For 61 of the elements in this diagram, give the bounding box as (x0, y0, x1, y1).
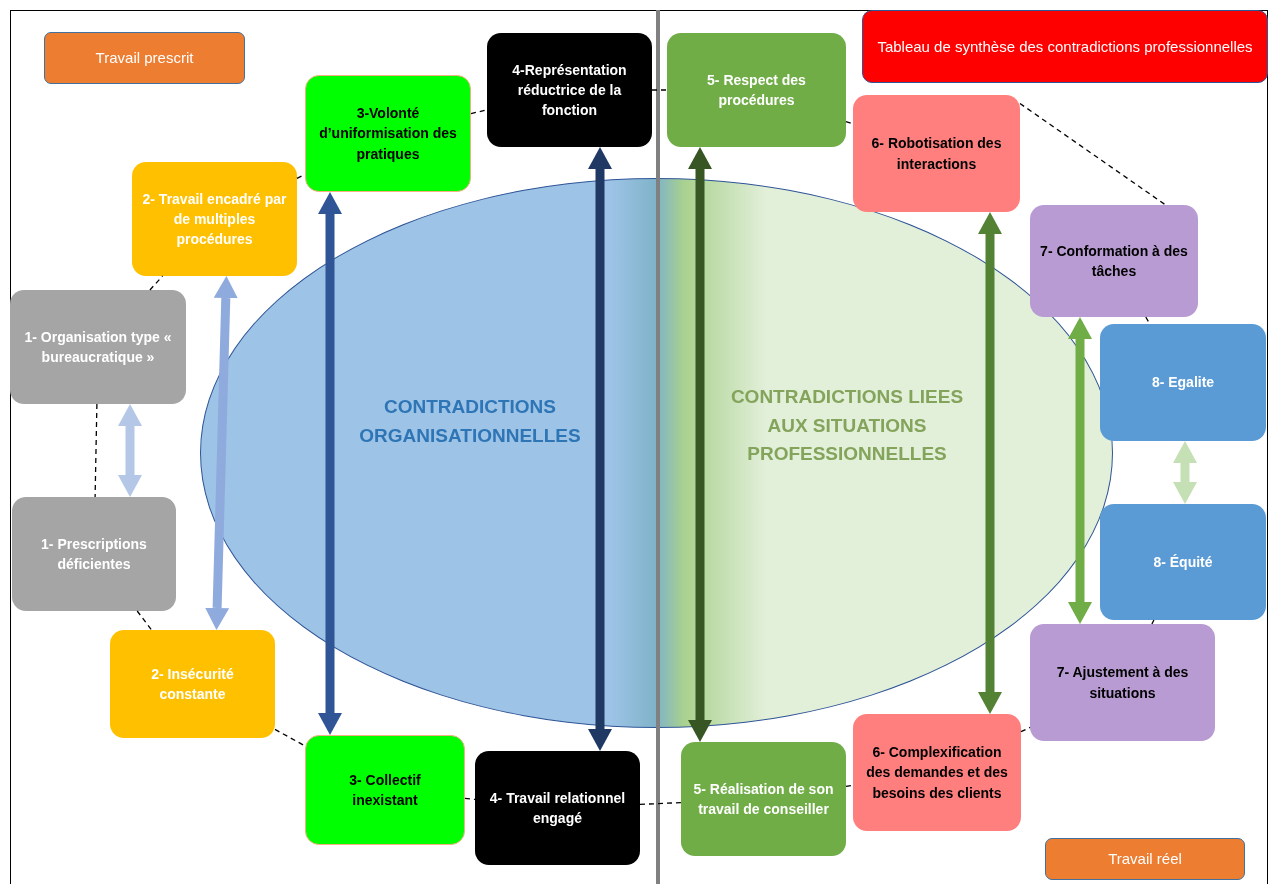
dashed-connector (274, 728, 306, 747)
rounded-box (1100, 504, 1266, 620)
section-heading: CONTRADICTIONS LIEES AUX SITUATIONS PROFESSIONNELLES (729, 385, 965, 466)
dashed-connector (1020, 726, 1031, 733)
dashed-connector (136, 610, 153, 631)
box-label: 1- Organisation type « bureaucratique » (23, 327, 173, 367)
double-arrow (588, 147, 612, 751)
dashed-connector (149, 275, 164, 291)
box-label: 8- Egalite (1151, 373, 1215, 393)
rounded-box (487, 33, 652, 147)
rounded-box (12, 497, 176, 611)
box-label: 5- Réalisation de son travail de conseiller (692, 779, 835, 819)
double-arrow (1068, 317, 1092, 624)
box-label: 2- Travail encadré par de multiples procédures (142, 189, 287, 250)
dashed-connector (1019, 102, 1167, 206)
rounded-box (853, 714, 1021, 831)
rounded-box (110, 630, 275, 738)
dashed-connector (651, 89, 668, 91)
dashed-connector (639, 801, 682, 806)
rounded-box (305, 75, 471, 192)
double-arrow (1173, 441, 1197, 504)
rounded-box (10, 290, 186, 404)
box-label: 4- Travail relationnel engagé (488, 788, 627, 828)
double-arrow (205, 276, 238, 630)
rounded-box (305, 735, 465, 845)
double-arrow (318, 192, 342, 735)
rounded-box (862, 10, 1268, 83)
box-label: 2- Insécurité constante (150, 664, 235, 704)
dashed-connector (845, 784, 854, 788)
box-label: 6- Complexification des demandes et des besoins des clients (865, 743, 1009, 803)
rounded-box (853, 95, 1020, 212)
rounded-box (1100, 324, 1266, 441)
dashed-connector (470, 109, 488, 115)
box-label: 1- Prescriptions déficientes (40, 534, 148, 574)
box-label: 5- Respect des procédures (706, 70, 807, 110)
rounded-box (132, 162, 297, 276)
box-label: Tableau de synthèse des contradictions professionnelles (877, 36, 1253, 57)
rounded-box (44, 32, 245, 84)
rounded-box (1045, 838, 1245, 880)
rounded-box (1030, 624, 1215, 741)
double-arrow (688, 147, 712, 742)
double-arrow (118, 404, 142, 497)
box-label: 8- Équité (1153, 552, 1213, 572)
rounded-box (681, 742, 846, 856)
box-label: 6- Robotisation des interactions (870, 134, 1003, 174)
box-label: 7- Ajustement à des situations (1055, 663, 1190, 703)
box-label: 7- Conformation à des tâches (1040, 241, 1188, 281)
box-label: 3-Volonté d’uniformisation des pratiques (318, 104, 458, 164)
box-label: Travail prescrit (95, 48, 194, 69)
rounded-box (1030, 205, 1198, 317)
rounded-box (667, 33, 846, 147)
rounded-box (475, 751, 640, 865)
box-label: Travail réel (1108, 849, 1182, 870)
dashed-connector (845, 120, 854, 125)
dashed-connector (94, 403, 98, 498)
dashed-connector (1151, 619, 1155, 625)
dashed-connector (464, 797, 476, 801)
box-label: 3- Collectif inexistant (348, 770, 422, 810)
section-heading: CONTRADICTIONS ORGANISATIONNELLES (358, 395, 582, 448)
box-label: 4-Représentation réductrice de la fonction (511, 60, 628, 121)
double-arrow (978, 212, 1002, 714)
